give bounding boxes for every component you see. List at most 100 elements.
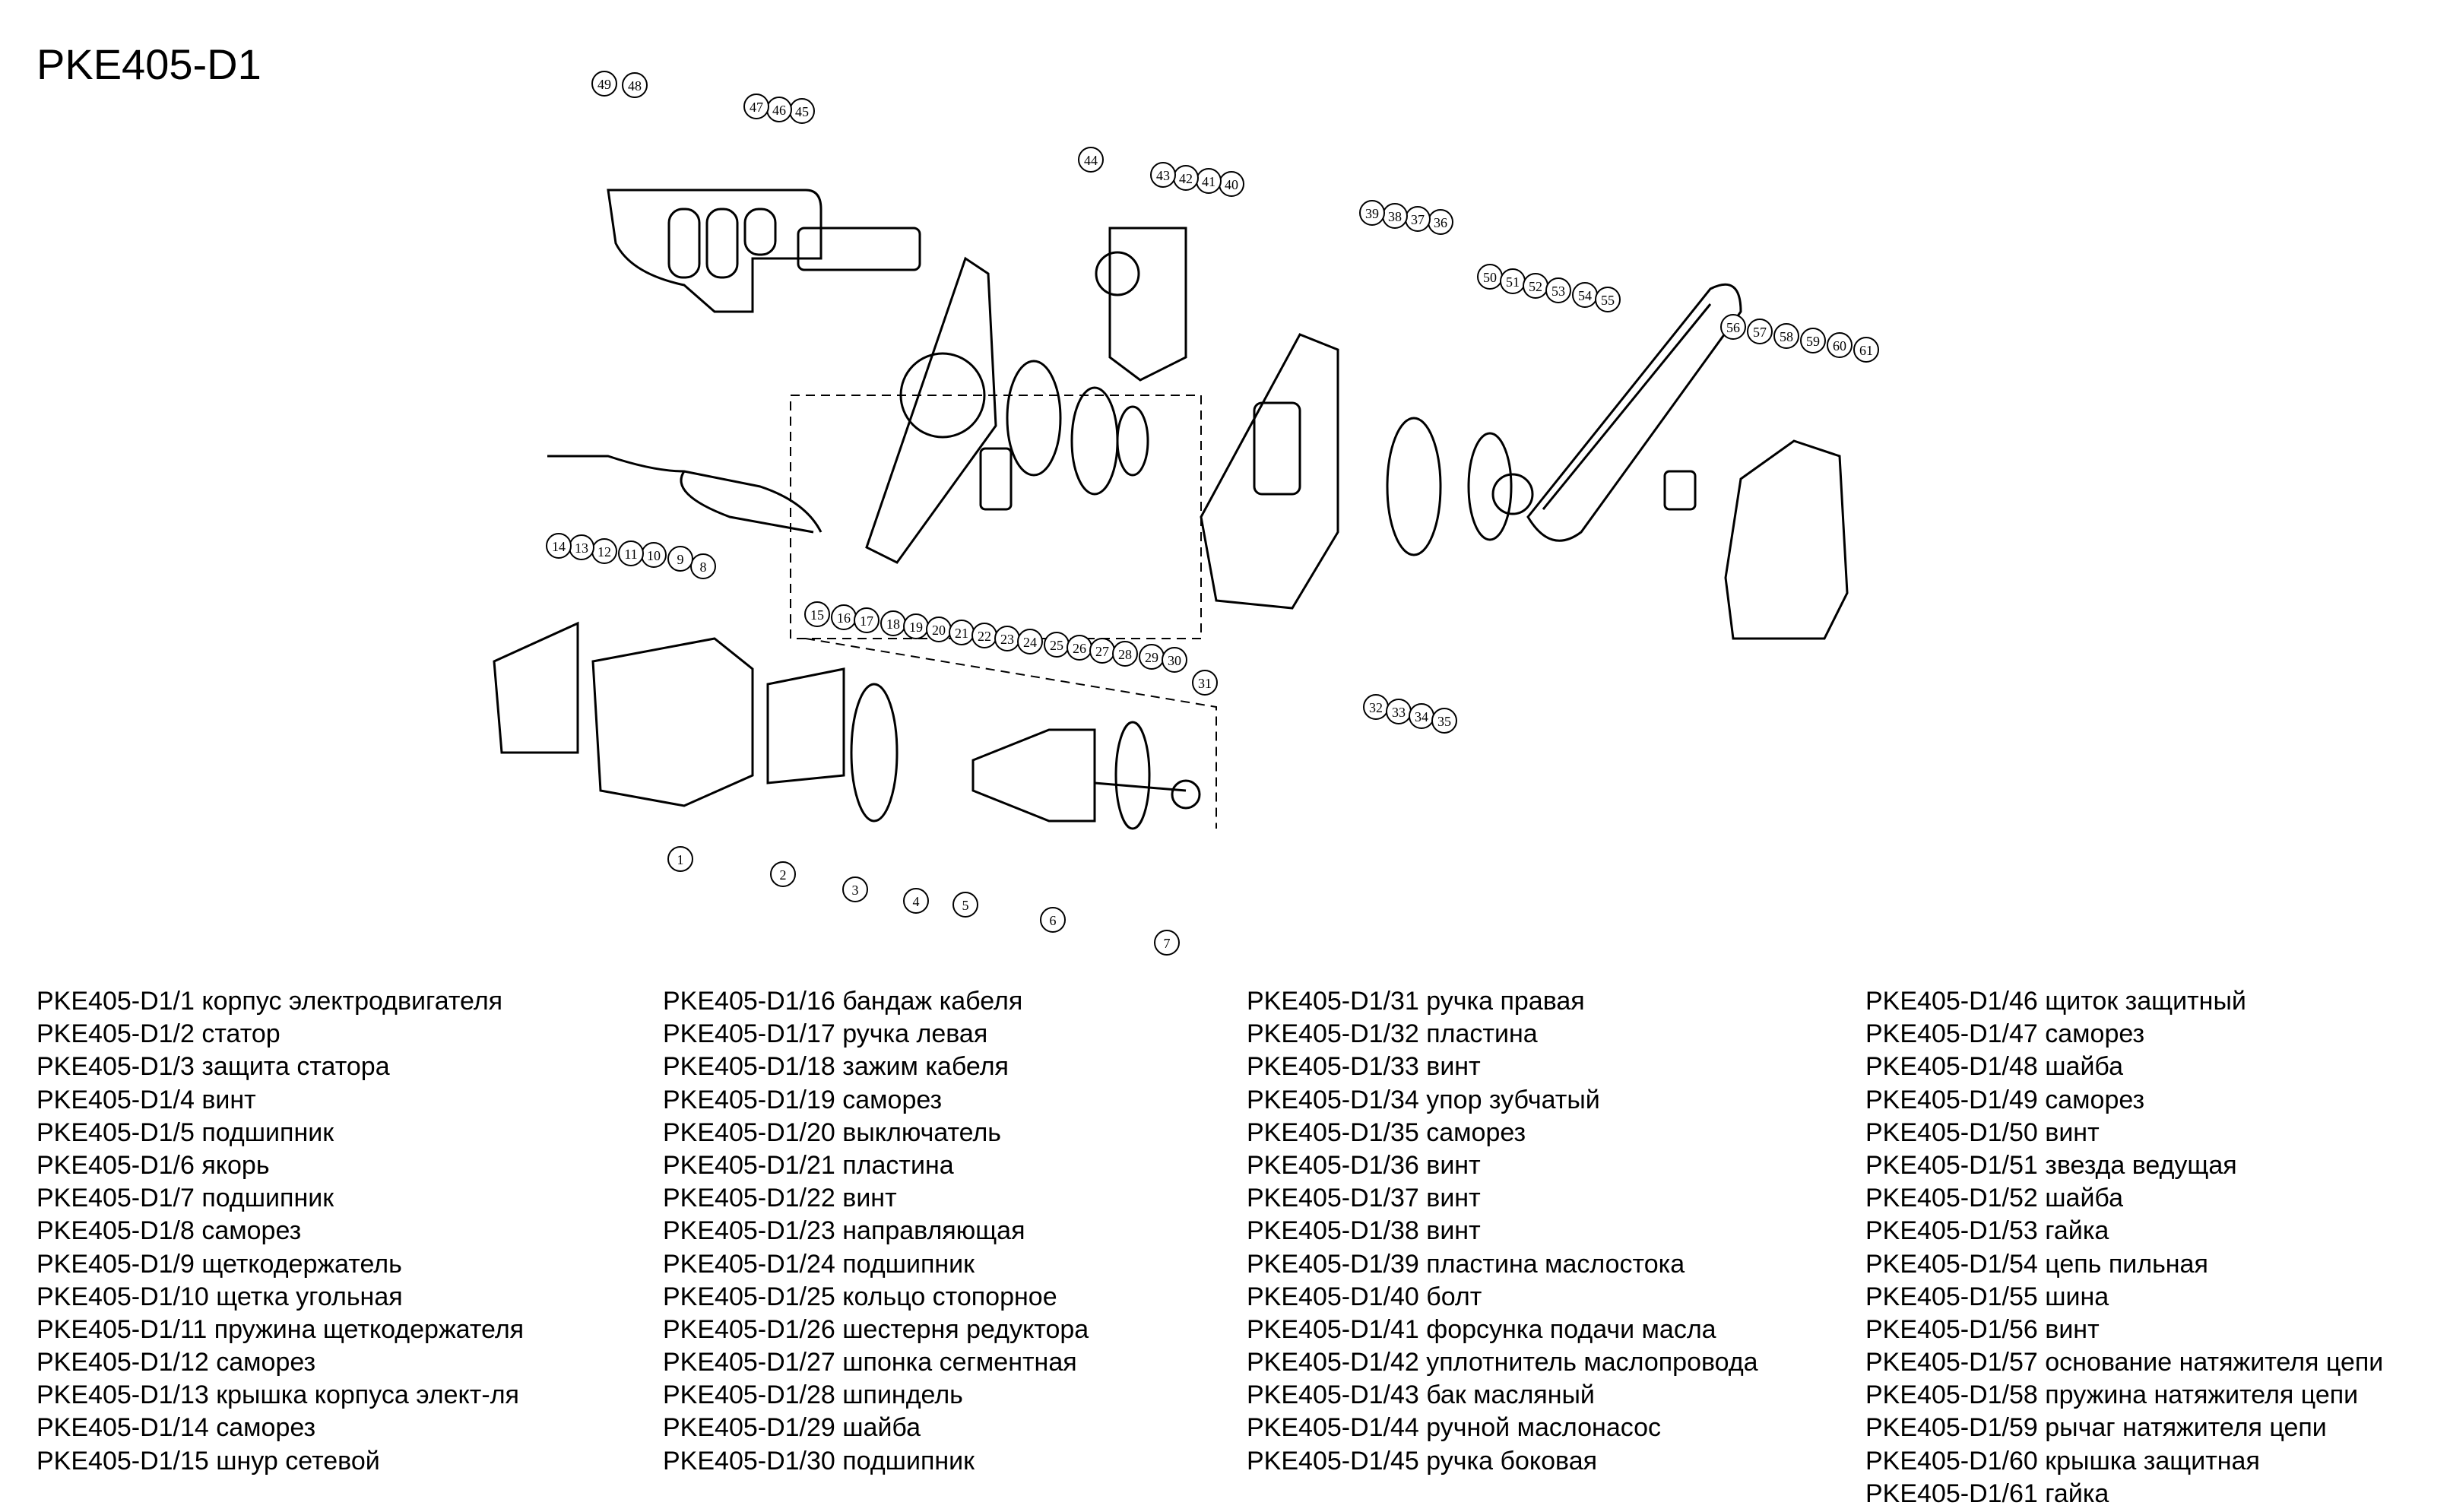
callout-number: 37	[1411, 212, 1425, 227]
callout-number: 36	[1434, 215, 1447, 230]
guide-bar-shape	[1526, 283, 1742, 542]
callout-number: 57	[1753, 325, 1767, 340]
callout-circle	[1192, 670, 1218, 696]
callout-number: 51	[1506, 274, 1520, 290]
callout-circle	[770, 861, 796, 887]
legend-item: PKE405-D1/4 винт	[36, 1085, 256, 1114]
motor-housing-shape	[591, 637, 754, 807]
right-handle-shape	[1200, 333, 1339, 610]
callout-number: 11	[624, 547, 637, 562]
legend-item: PKE405-D1/24 подшипник	[663, 1249, 975, 1279]
legend-item: PKE405-D1/7 подшипник	[36, 1184, 334, 1213]
callout-circle	[903, 888, 929, 914]
legend-item: PKE405-D1/17 ручка левая	[663, 1019, 988, 1049]
legend-item: PKE405-D1/43 бак масляный	[1247, 1380, 1595, 1410]
callout-number: 34	[1415, 709, 1428, 724]
callout-number: 53	[1551, 284, 1565, 299]
legend-item: PKE405-D1/19 саморез	[663, 1085, 943, 1114]
legend-item: PKE405-D1/1 корпус электродвигателя	[36, 987, 503, 1016]
legend-item: PKE405-D1/9 щеткодержатель	[36, 1249, 402, 1279]
legend-item: PKE405-D1/47 саморез	[1865, 1019, 2145, 1049]
callout-number: 22	[978, 629, 991, 644]
callout-number: 17	[860, 613, 873, 629]
legend-item: PKE405-D1/52 шайба	[1865, 1184, 2124, 1213]
callout-number: 48	[628, 78, 642, 94]
legend-item: PKE405-D1/40 болт	[1247, 1282, 1482, 1311]
legend-item: PKE405-D1/21 пластина	[663, 1150, 954, 1180]
callout-number: 29	[1145, 650, 1158, 665]
callout-circle	[1595, 287, 1621, 312]
callout-number: 26	[1073, 641, 1086, 656]
callout-number: 56	[1726, 320, 1740, 335]
callout-number: 55	[1601, 293, 1615, 308]
callout-number: 58	[1780, 329, 1793, 344]
legend-item: PKE405-D1/48 шайба	[1865, 1052, 2124, 1082]
callout-number: 42	[1179, 171, 1193, 186]
legend-item: PKE405-D1/35 саморез	[1247, 1117, 1526, 1147]
callout-circle	[1359, 200, 1385, 226]
callout-circle	[622, 72, 648, 98]
legend-item: PKE405-D1/20 выключатель	[663, 1117, 1002, 1147]
callout-circle	[690, 553, 716, 579]
callout-number: 21	[955, 626, 968, 641]
callout-circle	[667, 846, 693, 872]
legend-item: PKE405-D1/50 винт	[1865, 1117, 2100, 1147]
callout-number: 23	[1000, 632, 1014, 647]
callout-circle	[804, 601, 830, 627]
callout-circle	[1150, 162, 1176, 188]
callout-number: 43	[1156, 168, 1170, 183]
legend-item: PKE405-D1/51 звезда ведущая	[1865, 1150, 2237, 1180]
legend-item: PKE405-D1/16 бандаж кабеля	[663, 987, 1023, 1016]
callout-number: 6	[1050, 913, 1057, 928]
legend-item: PKE405-D1/29 шайба	[663, 1413, 921, 1443]
callout-number: 12	[597, 544, 611, 559]
callout-number: 5	[962, 898, 969, 913]
callout-circle	[1827, 332, 1853, 358]
legend-item: PKE405-D1/60 крышка защитная	[1865, 1446, 2260, 1476]
callout-circle	[952, 892, 978, 918]
legend-item: PKE405-D1/55 шина	[1865, 1282, 2109, 1311]
legend-item: PKE405-D1/44 ручной маслонасос	[1247, 1413, 1662, 1443]
legend-item: PKE405-D1/28 шпиндель	[663, 1380, 963, 1410]
callout-number: 35	[1437, 714, 1451, 729]
callout-number: 40	[1225, 177, 1238, 192]
callout-number: 25	[1050, 638, 1063, 653]
callout-circle	[842, 876, 868, 902]
legend-item: PKE405-D1/31 ручка правая	[1247, 987, 1585, 1016]
legend-item: PKE405-D1/10 щетка угольная	[36, 1282, 403, 1311]
callout-circle	[1545, 277, 1571, 303]
legend-item: PKE405-D1/46 щиток защитный	[1865, 987, 2246, 1016]
legend-column-3: PKE405-D1/31 ручка правая PKE405-D1/32 п…	[1247, 985, 1758, 1478]
callout-number: 2	[780, 867, 787, 883]
legend-item: PKE405-D1/15 шнур сетевой	[36, 1446, 380, 1476]
legend-item: PKE405-D1/54 цепь пильная	[1865, 1249, 2208, 1279]
legend-item: PKE405-D1/13 крышка корпуса элект-ля	[36, 1380, 519, 1410]
callout-circle	[1162, 647, 1187, 673]
callout-number: 52	[1529, 279, 1542, 294]
legend-item: PKE405-D1/41 форсунка подачи масла	[1247, 1314, 1716, 1344]
callout-number: 39	[1365, 206, 1379, 221]
legend-item: PKE405-D1/27 шпонка сегментная	[663, 1348, 1077, 1377]
callout-number: 9	[677, 552, 684, 567]
diagram-title: PKE405-D1	[36, 40, 261, 88]
legend-item: PKE405-D1/61 гайка	[1865, 1479, 2109, 1508]
callout-number: 15	[810, 607, 824, 623]
left-handle-shape	[865, 256, 997, 564]
callout-number: 46	[772, 103, 786, 118]
callout-number: 44	[1084, 153, 1098, 168]
callout-number: 27	[1095, 644, 1109, 659]
callout-circle	[667, 546, 693, 572]
legend-item: PKE405-D1/23 направляющая	[663, 1216, 1025, 1246]
callout-number: 16	[837, 610, 851, 626]
armature-shape	[971, 728, 1096, 823]
callout-number: 19	[909, 620, 923, 635]
callout-circle	[1040, 907, 1066, 933]
motor-cover-shape	[493, 621, 579, 754]
callout-number: 18	[886, 617, 900, 632]
callout-circle	[1747, 319, 1773, 344]
legend-item: PKE405-D1/49 саморез	[1865, 1085, 2145, 1114]
callout-number: 59	[1806, 334, 1820, 349]
legend-item: PKE405-D1/2 статор	[36, 1019, 280, 1049]
callout-number: 24	[1023, 635, 1037, 650]
